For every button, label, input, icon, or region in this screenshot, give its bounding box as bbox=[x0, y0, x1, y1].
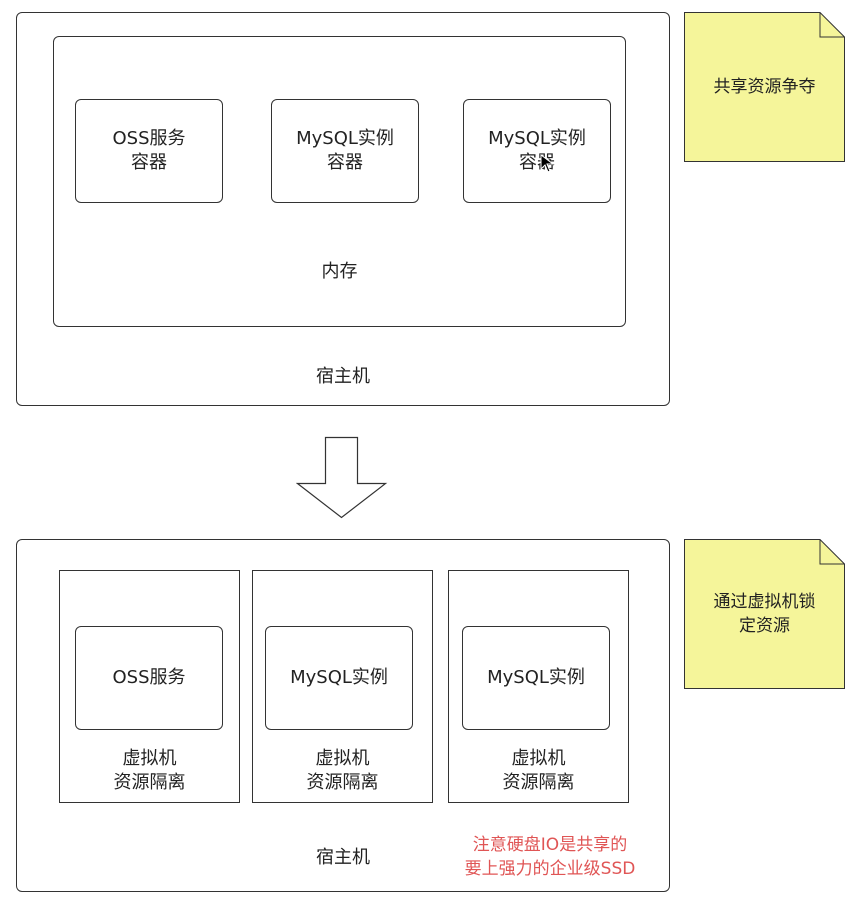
down-arrow-icon bbox=[296, 436, 388, 519]
top-host-label: 宿主机 bbox=[316, 366, 370, 387]
vm-label-line2: 资源隔离 bbox=[502, 772, 575, 793]
note-text: 通过虚拟机锁 定资源 bbox=[684, 539, 845, 689]
vm-label-line2: 资源隔离 bbox=[113, 772, 186, 793]
ssd-warning: 注意硬盘IO是共享的 要上强力的企业级SSD bbox=[436, 833, 664, 881]
container-label-line2: 容器 bbox=[327, 152, 363, 173]
vm-label-line1: 虚拟机 bbox=[315, 748, 370, 769]
vm-label-mysql-2: 虚拟机 资源隔离 bbox=[448, 747, 629, 795]
warning-line1: 注意硬盘IO是共享的 bbox=[472, 835, 628, 855]
service-label: MySQL实例 bbox=[487, 667, 585, 688]
shared-resource-note: 共享资源争夺 bbox=[684, 12, 845, 162]
container-label-line2: 容器 bbox=[131, 152, 167, 173]
service-label: MySQL实例 bbox=[290, 667, 388, 688]
container-label-line1: OSS服务 bbox=[112, 128, 186, 149]
vm-label-mysql-1: 虚拟机 资源隔离 bbox=[252, 747, 433, 795]
vm-label-line1: 虚拟机 bbox=[122, 748, 177, 769]
container-label-line1: MySQL实例 bbox=[488, 128, 586, 149]
warning-line2: 要上强力的企业级SSD bbox=[464, 859, 636, 879]
vm-label-oss: 虚拟机 资源隔离 bbox=[59, 747, 240, 795]
container-label-line2: 容器 bbox=[519, 152, 555, 173]
bottom-host-label: 宿主机 bbox=[316, 847, 370, 868]
note-text: 共享资源争夺 bbox=[713, 77, 816, 97]
note-line2: 定资源 bbox=[739, 616, 790, 636]
container-label-line1: MySQL实例 bbox=[296, 128, 394, 149]
vm-service-mysql-1: MySQL实例 bbox=[265, 626, 413, 730]
vm-service-oss: OSS服务 bbox=[75, 626, 223, 730]
top-container-mysql-2: MySQL实例 容器 bbox=[463, 99, 611, 203]
vm-label-line2: 资源隔离 bbox=[306, 772, 379, 793]
vm-label-line1: 虚拟机 bbox=[511, 748, 566, 769]
note-line1: 通过虚拟机锁 bbox=[713, 592, 816, 612]
vm-service-mysql-2: MySQL实例 bbox=[462, 626, 610, 730]
memory-label: 内存 bbox=[321, 261, 358, 282]
top-container-oss: OSS服务 容器 bbox=[75, 99, 223, 203]
vm-lock-note: 通过虚拟机锁 定资源 bbox=[684, 539, 845, 689]
mouse-cursor-icon bbox=[540, 154, 555, 173]
top-container-mysql-1: MySQL实例 容器 bbox=[271, 99, 419, 203]
service-label: OSS服务 bbox=[112, 667, 186, 688]
